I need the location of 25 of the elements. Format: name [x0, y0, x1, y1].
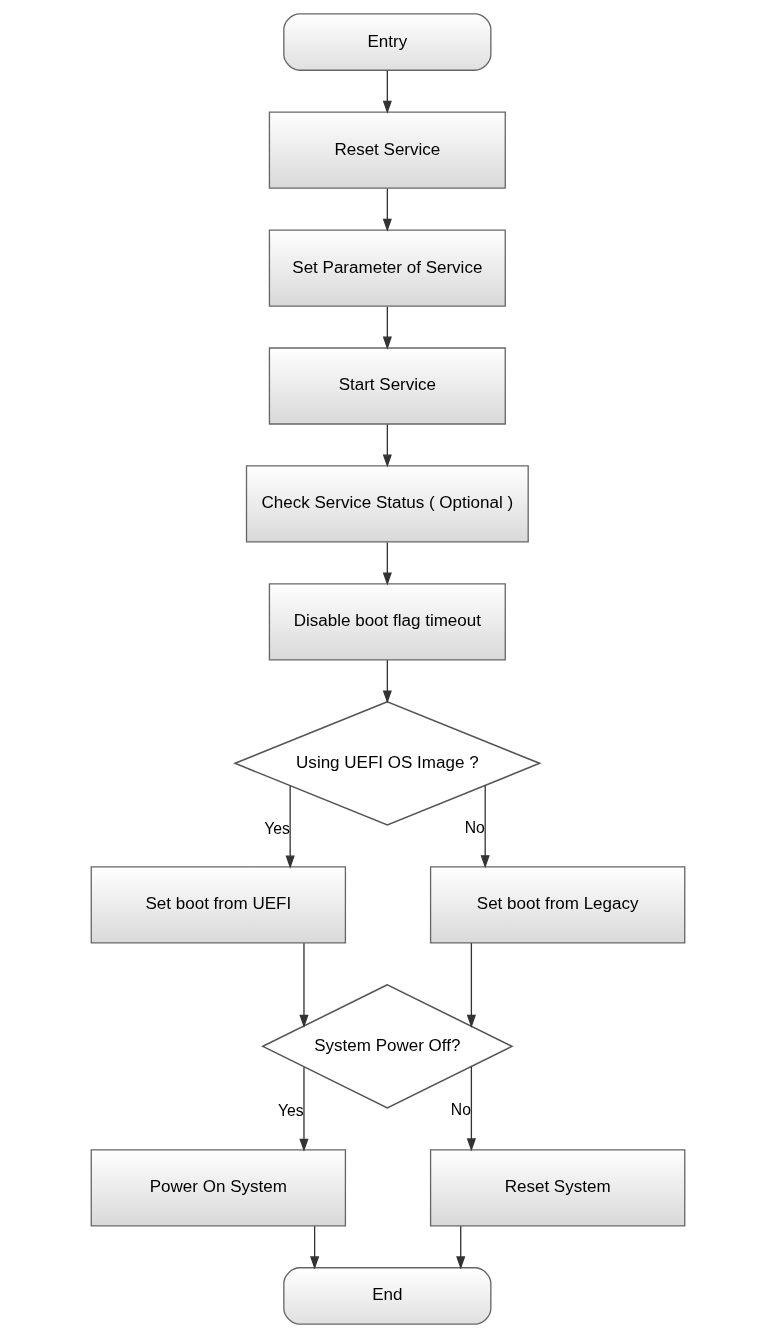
node-box: Set Parameter of Service [268, 229, 506, 307]
node-box: Check Service Status ( Optional ) [245, 465, 529, 543]
arrow [466, 942, 476, 1028]
arrow [382, 69, 392, 114]
node-box: Set boot from Legacy [429, 866, 686, 944]
arrow [382, 659, 392, 704]
arrow [466, 1065, 476, 1152]
arrow [285, 785, 295, 869]
arrow [382, 306, 392, 350]
node-box: End [283, 1267, 492, 1325]
arrow [382, 188, 392, 232]
arrow [382, 423, 392, 468]
node-box: Start Service [268, 347, 506, 425]
arrow [299, 1066, 309, 1152]
node-box: Reset Service [268, 111, 506, 189]
arrow [299, 942, 309, 1028]
node-box: Reset System [429, 1149, 686, 1227]
arrow [382, 541, 392, 586]
node-box: Entry [283, 13, 492, 71]
arrow [456, 1225, 466, 1270]
node-box: Power On System [90, 1149, 347, 1227]
node-box: Set boot from UEFI [90, 866, 347, 944]
node-box: Disable boot flag timeout [268, 583, 506, 661]
arrow [310, 1225, 320, 1270]
arrow [480, 784, 490, 869]
